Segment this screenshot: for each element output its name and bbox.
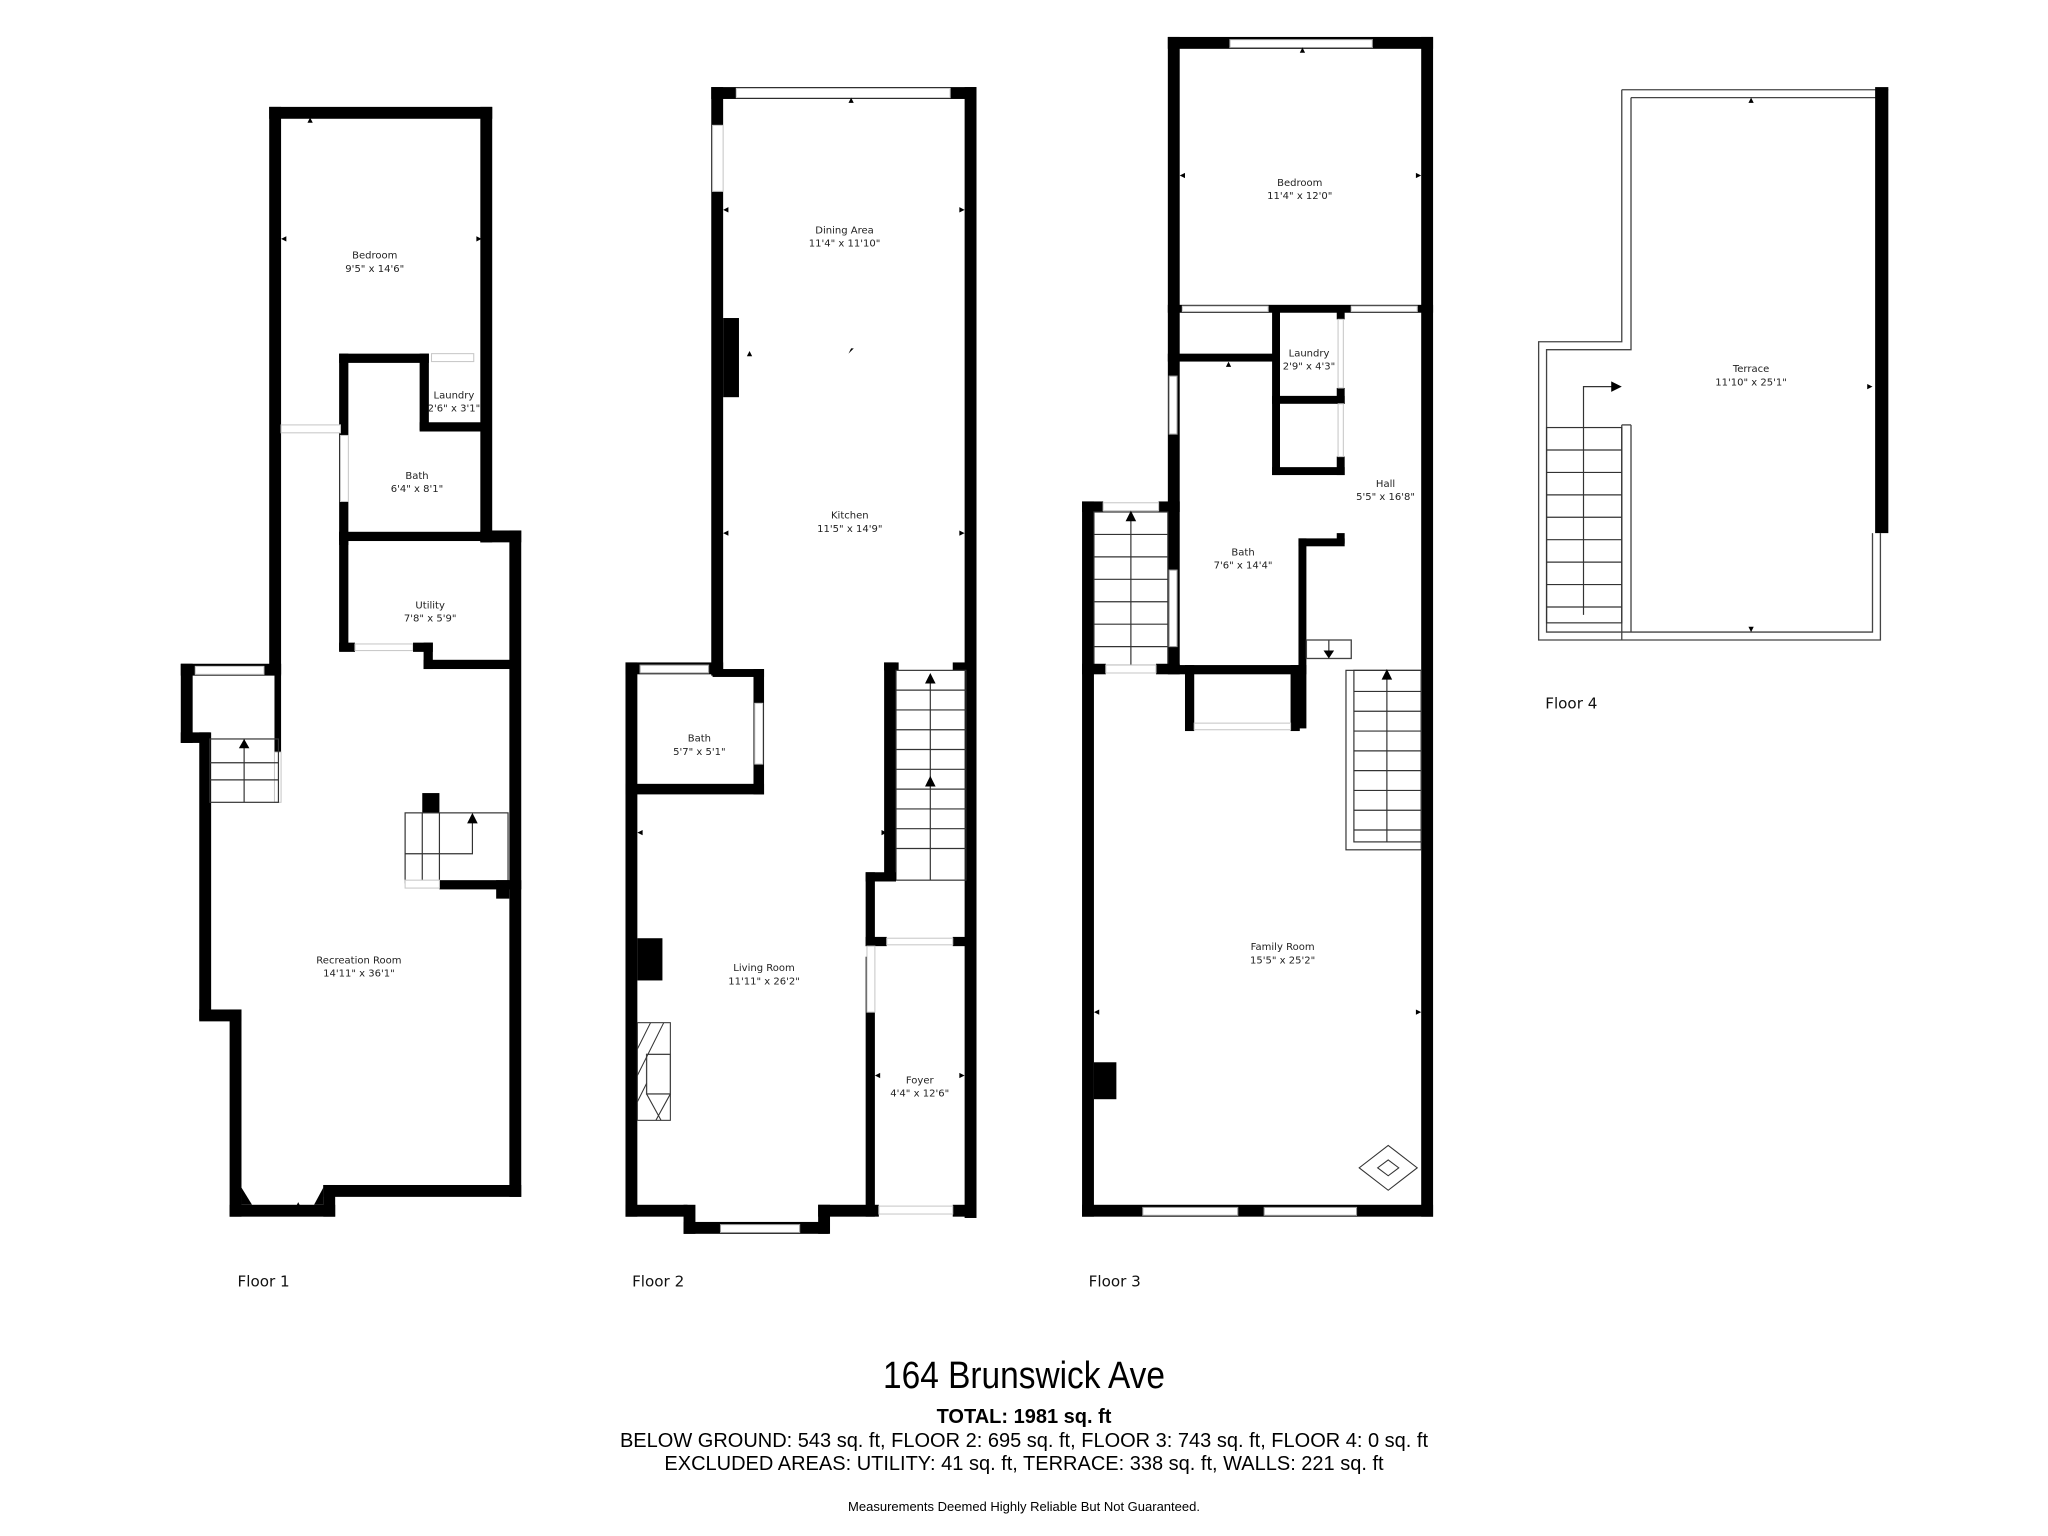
room-dimensions: 4'4" x 12'6" [890,1089,949,1100]
room-dimensions: 7'6" x 14'4" [1214,561,1273,572]
floor-2-plan [625,87,977,1234]
property-address: 164 Brunswick Ave [883,1355,1165,1397]
disclaimer: Measurements Deemed Highly Reliable But … [848,1499,1200,1514]
room-dimensions: 2'9" x 4'3" [1283,361,1336,372]
room-name: Foyer [906,1075,935,1086]
floor-4-labels: Terrace 11'10" x 25'1" [1715,364,1787,388]
floor-3-labels: Bedroom 11'4" x 12'0" Laundry 2'9" x 4'3… [1214,178,1415,966]
excluded-areas: EXCLUDED AREAS: UTILITY: 41 sq. ft, TERR… [664,1453,1384,1475]
floor-area-breakdown: BELOW GROUND: 543 sq. ft, FLOOR 2: 695 s… [619,1430,1429,1452]
room-name: Family Room [1251,942,1315,953]
floor-2-label: Floor 2 [632,1273,684,1291]
room-name: Living Room [733,963,794,974]
floor-1-labels: Bedroom 9'5" x 14'6" Laundry 2'6" x 3'1"… [316,251,480,980]
room-name: Hall [1376,479,1395,490]
floor-1-label: Floor 1 [238,1273,290,1291]
room-name: Bedroom [352,251,397,262]
floor-2-labels: Dining Area 11'4" x 11'10" Kitchen 11'5"… [673,226,949,1100]
room-dimensions: 11'5" x 14'9" [817,524,882,535]
total-area: TOTAL: 1981 sq. ft [936,1406,1112,1428]
room-name: Bath [405,471,428,482]
room-dimensions: 14'11" x 36'1" [323,968,395,979]
room-name: Bath [1231,548,1254,559]
room-dimensions: 7'8" x 5'9" [404,614,457,625]
room-name: Recreation Room [316,955,401,966]
room-name: Laundry [434,391,475,402]
floor-1-plan [180,106,522,1217]
room-dimensions: 5'7" x 5'1" [673,747,726,758]
room-dimensions: 5'5" x 16'8" [1356,492,1415,503]
room-dimensions: 11'10" x 25'1" [1715,377,1787,388]
room-name: Bedroom [1277,178,1322,189]
room-dimensions: 6'4" x 8'1" [391,484,444,495]
room-name: Utility [415,600,445,611]
room-dimensions: 11'4" x 12'0" [1267,191,1332,202]
room-name: Laundry [1289,348,1330,359]
property-summary: 164 Brunswick Ave TOTAL: 1981 sq. ft BEL… [0,1352,2048,1516]
room-dimensions: 15'5" x 25'2" [1250,955,1315,966]
floor-3-plan [1082,36,1434,1217]
room-name: Terrace [1732,364,1769,375]
room-name: Kitchen [831,511,869,522]
floor-4-plan [1537,87,1889,641]
floor-4-label: Floor 4 [1545,695,1597,713]
room-dimensions: 2'6" x 3'1" [428,404,481,415]
room-name: Bath [688,734,711,745]
room-dimensions: 11'11" x 26'2" [728,976,800,987]
room-name: Dining Area [815,226,874,237]
floor-3-label: Floor 3 [1089,1273,1141,1291]
room-dimensions: 9'5" x 14'6" [345,264,404,275]
room-dimensions: 11'4" x 11'10" [809,239,881,250]
